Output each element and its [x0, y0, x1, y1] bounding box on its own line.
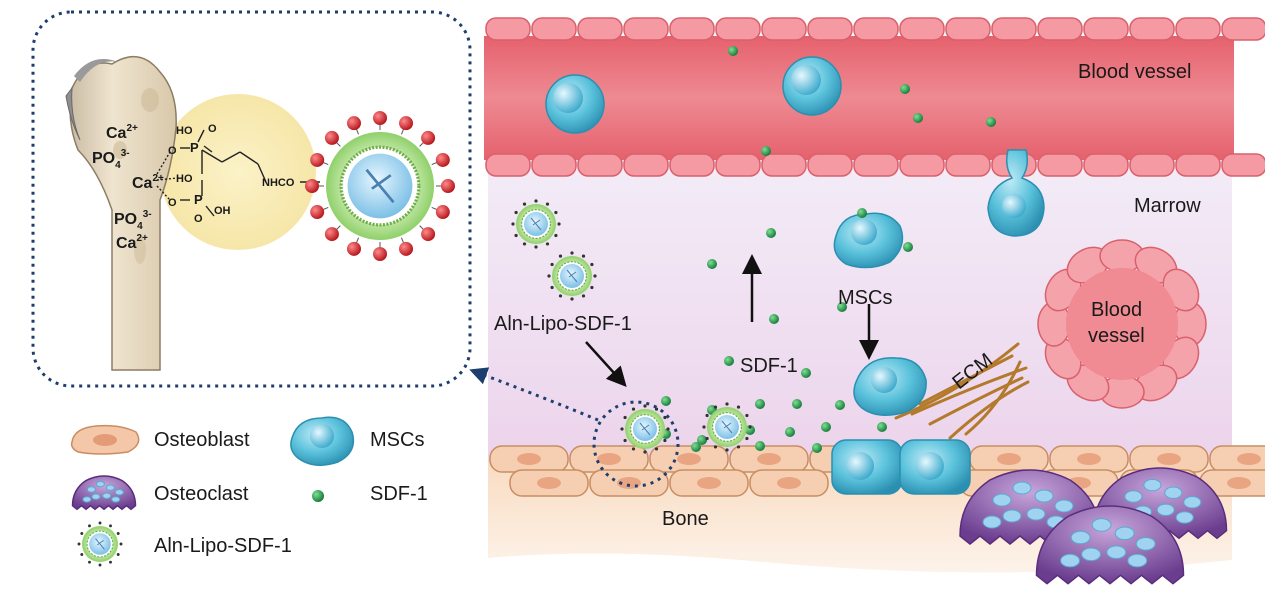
legend-aln-lipo-label: Aln-Lipo-SDF-1	[154, 535, 292, 557]
legend-osteoclast-label: Osteoclast	[154, 483, 249, 505]
chem-oh: OH	[214, 205, 231, 217]
label-blood-vessel-right-2: vessel	[1088, 325, 1145, 347]
label-aln-lipo: Aln-Lipo-SDF-1	[494, 313, 632, 335]
chem-p-1: P	[190, 140, 199, 155]
msc-in-vessel-1	[545, 74, 605, 134]
msc-marrow-1	[833, 212, 904, 269]
liposomes-marrow	[511, 199, 752, 454]
legend-msc-icon	[290, 416, 355, 466]
vessel-wall-top	[485, 17, 1265, 41]
ecm-fibers	[894, 342, 1030, 440]
inset-connector	[469, 367, 599, 422]
legend: Osteoblast MSCs Osteoclast SDF-1 Aln-Lip…	[70, 416, 428, 567]
chem-o-left-1: O	[168, 145, 177, 157]
inset-panel: Ca2+ PO43- Ca2+ PO43- Ca2+ HO P O O HO	[31, 10, 472, 388]
sdf1-molecules	[661, 46, 996, 453]
legend-aln-lipo-icon	[77, 521, 123, 567]
tissue-panel: Blood vessel Marrow Blood vessel MSCs SD…	[484, 17, 1265, 585]
highlight-circle	[592, 400, 680, 488]
legend-msc-label: MSCs	[370, 429, 424, 451]
legend-sdf1-icon	[312, 490, 324, 502]
label-blood-vessel-right-1: Blood	[1091, 299, 1142, 321]
liposome-detail	[305, 111, 455, 261]
legend-osteoclast-icon	[71, 475, 137, 511]
chem-p-2: P	[194, 192, 203, 207]
chem-ho-2: HO	[176, 173, 193, 185]
chem-background	[160, 94, 316, 250]
chem-o-1: O	[208, 123, 217, 135]
bone-drawing	[65, 55, 177, 371]
msc-transmigrating	[987, 149, 1045, 237]
chem-nhco: NHCO	[262, 177, 295, 189]
osteoclasts	[959, 467, 1228, 585]
legend-osteoblast-label: Osteoblast	[154, 429, 250, 451]
chem-ho-1: HO	[176, 125, 193, 137]
label-mscs: MSCs	[838, 287, 892, 309]
chem-o-2: O	[194, 213, 203, 225]
msc-bone-surface	[831, 439, 971, 495]
vessel-wall-bottom	[485, 153, 1265, 177]
ion-ca-bottom: Ca2+	[116, 233, 148, 252]
ion-po4-bottom: PO43-	[114, 209, 152, 232]
ion-ca-top: Ca2+	[106, 123, 138, 142]
label-marrow: Marrow	[1134, 195, 1201, 217]
blood-vessel-top	[484, 36, 1234, 160]
label-bone: Bone	[662, 508, 709, 530]
legend-osteoblast-icon	[70, 424, 140, 455]
chem-o-left-2: O	[168, 197, 177, 209]
ion-ca-mid: Ca2+	[132, 173, 164, 192]
arrow-lipo-down	[585, 341, 627, 387]
blood-vessel-cross-section	[1037, 239, 1207, 409]
legend-sdf1-label: SDF-1	[370, 483, 428, 505]
ion-po4-top: PO43-	[92, 148, 130, 171]
msc-marrow-2	[853, 357, 927, 416]
label-sdf1: SDF-1	[740, 355, 798, 377]
msc-in-vessel-2	[782, 56, 842, 116]
label-blood-vessel-top: Blood vessel	[1078, 61, 1191, 83]
